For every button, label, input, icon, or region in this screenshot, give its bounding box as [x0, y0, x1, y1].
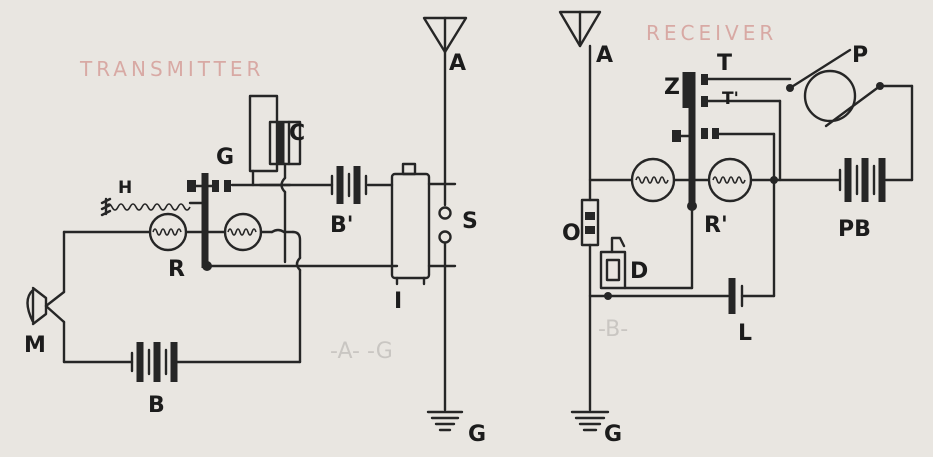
receiver-magnet-right — [707, 157, 753, 203]
contact-t-prime-label: T' — [722, 89, 739, 109]
receiver-magnet-left — [630, 157, 676, 203]
relay-label: R — [168, 257, 185, 282]
local-battery — [728, 278, 744, 314]
coherer-label: O — [562, 221, 581, 246]
interrupter-label: G — [216, 145, 234, 170]
armature-label: Z — [664, 75, 680, 100]
interrupter-g — [187, 173, 231, 271]
phone-label: P — [852, 43, 868, 68]
transmitter-ground-label: G — [468, 422, 486, 447]
local-battery-label: L — [738, 321, 752, 346]
decoherer-label: D — [630, 259, 648, 284]
transmitter-ground — [426, 410, 464, 432]
receiver-antenna — [558, 10, 602, 48]
electromagnet-r-left — [148, 212, 188, 252]
transmitter-heading: TRANSMITTER — [79, 57, 264, 81]
printer-battery — [838, 158, 886, 202]
decoherer — [599, 236, 627, 290]
printer-battery-label: PB — [838, 217, 871, 242]
receiver-circuit: A G T T' Z P R' PB O D L — [558, 10, 914, 447]
ghost-mark-right: -B- — [598, 317, 628, 342]
spark-gap — [438, 206, 452, 244]
transmitter-circuit: A G C G H R B' I S M B — [24, 16, 486, 447]
ghost-mark-left: -A- -G — [330, 339, 393, 364]
coherer — [580, 198, 600, 247]
telephone-receiver — [786, 48, 884, 128]
battery-b-label: B — [148, 393, 165, 418]
receiver-antenna-label: A — [596, 43, 613, 68]
microphone — [26, 286, 66, 326]
spring-label: H — [118, 178, 132, 198]
spring-h — [100, 197, 207, 217]
relay-r-prime-label: R' — [704, 213, 728, 238]
induction-coil — [390, 162, 431, 286]
electromagnet-r-right — [223, 212, 263, 252]
receiver-ground — [570, 410, 610, 432]
spark-gap-label: S — [462, 209, 478, 234]
receiver-heading: RECEIVER — [646, 21, 777, 45]
condenser-label: C — [289, 121, 305, 146]
transmitter-antenna — [422, 16, 468, 54]
transmitter-antenna-label: A — [449, 51, 466, 76]
contact-t-label: T — [717, 51, 732, 76]
receiver-ground-label: G — [604, 422, 622, 447]
battery-b-prime-label: B' — [330, 213, 354, 238]
condenser — [248, 94, 302, 264]
battery-b-prime — [330, 166, 368, 204]
coil-label: I — [394, 289, 402, 314]
battery-b — [130, 342, 178, 382]
microphone-label: M — [24, 333, 46, 358]
